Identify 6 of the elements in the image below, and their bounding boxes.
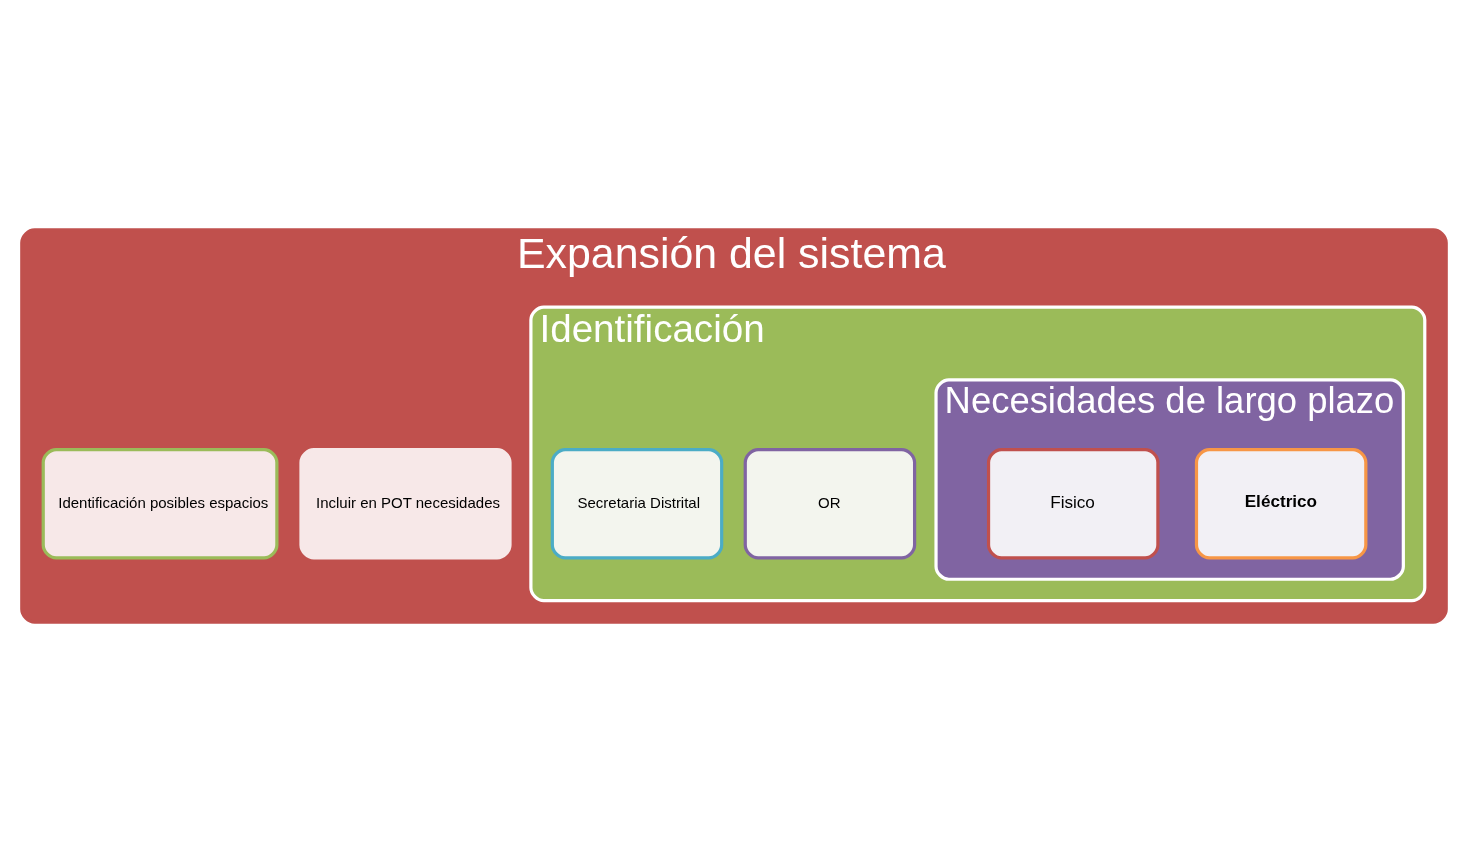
node-box: OR	[743, 447, 917, 560]
node-box: Eléctrico	[1194, 447, 1368, 560]
node-box: Secretaria Distrital	[550, 447, 724, 560]
node-box: Identificación posibles espacios	[41, 447, 279, 560]
node-box: Incluir en POT necesidades	[299, 447, 512, 560]
node-box: Fisico	[986, 447, 1160, 560]
